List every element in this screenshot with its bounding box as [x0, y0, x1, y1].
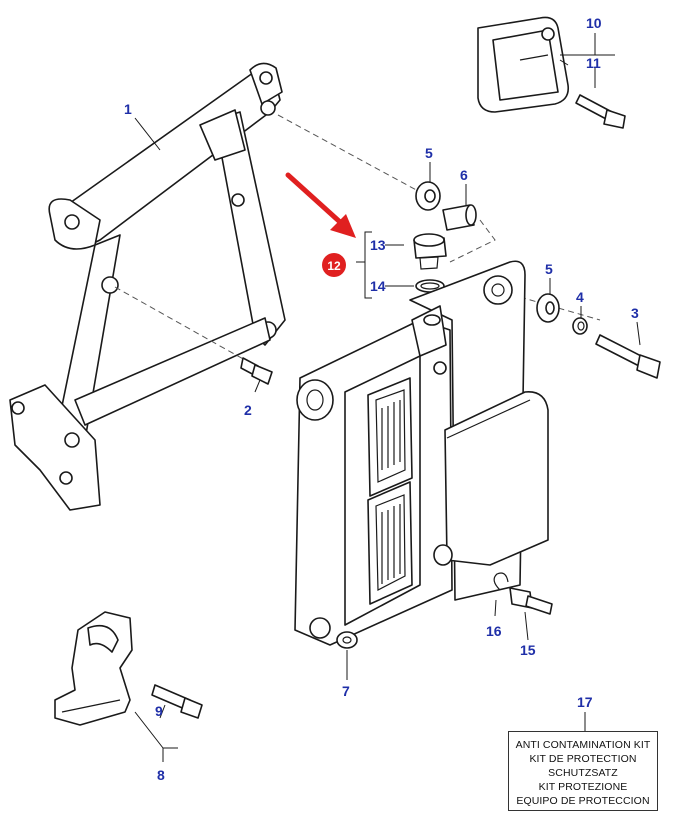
callout-17: 17: [577, 694, 593, 710]
kit-line-de: SCHUTZSATZ: [548, 767, 618, 779]
callout-16: 16: [486, 623, 502, 639]
callout-13: 13: [370, 237, 386, 253]
kit-line-en: ANTI CONTAMINATION KIT: [515, 739, 651, 751]
callout-5-top: 5: [425, 145, 433, 161]
ecu-module: [294, 260, 549, 646]
callout-15: 15: [520, 642, 536, 658]
callout-8: 8: [157, 767, 165, 783]
callout-10: 10: [586, 15, 602, 31]
callout-5-right: 5: [545, 261, 553, 277]
callout-12: 12: [327, 259, 341, 273]
clip-16: [493, 572, 509, 591]
kit-line-es: EQUIPO DE PROTECCION: [516, 795, 650, 807]
kit-line-fr: KIT DE PROTECTION: [529, 753, 637, 765]
clamp-bracket-8: [54, 611, 133, 726]
connector-lower: [367, 481, 413, 605]
callout-9: 9: [155, 703, 163, 719]
bolt-9: [151, 684, 203, 719]
callout-1: 1: [124, 101, 132, 117]
washer-4: [572, 317, 588, 335]
plug-13: [413, 233, 447, 270]
red-pointer-arrow-icon: [285, 172, 356, 238]
washer-5-top: [415, 181, 441, 211]
red-circle-badge-icon: 12: [322, 253, 346, 277]
bolt-3: [595, 334, 661, 379]
callout-6: 6: [460, 167, 468, 183]
callout-3: 3: [631, 305, 639, 321]
mounting-frame: [9, 62, 286, 511]
bolt-11: [575, 94, 626, 129]
callout-14: 14: [370, 278, 386, 294]
callout-4: 4: [576, 289, 584, 305]
callout-11: 11: [586, 55, 601, 71]
callout-2: 2: [244, 402, 252, 418]
sensor-15: [509, 587, 553, 615]
kit-line-it: KIT PROTEZIONE: [538, 781, 628, 793]
bracket: [477, 16, 570, 113]
washer-5-right: [536, 293, 560, 323]
bolt-2: [240, 357, 273, 385]
kit-description-box: ANTI CONTAMINATION KIT KIT DE PROTECTION…: [508, 731, 658, 811]
washer-7: [336, 631, 358, 649]
spacer-6: [442, 204, 477, 231]
callout-7: 7: [342, 683, 350, 699]
connector-upper: [367, 377, 413, 497]
